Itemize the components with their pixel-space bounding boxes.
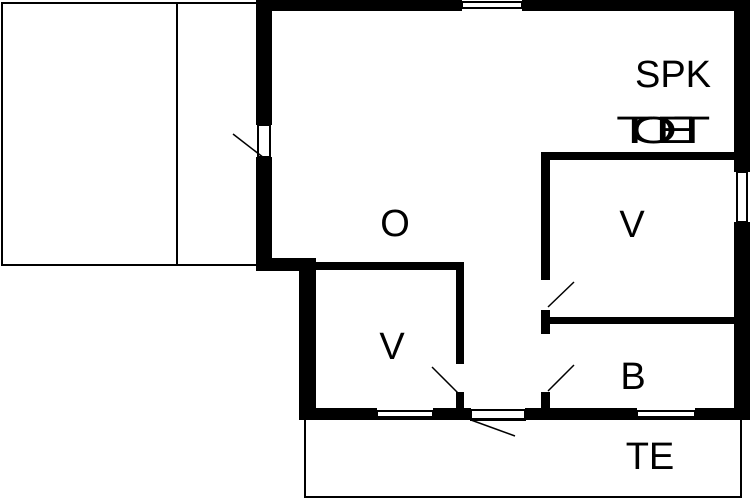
wall-left-bottom — [299, 258, 316, 420]
window-bottom-right — [636, 410, 696, 418]
windows — [376, 1, 748, 418]
door-bedroom-upper-swing — [547, 281, 575, 308]
wall-top-left — [256, 0, 462, 11]
room-label-sauna-kitchen: SPK — [635, 54, 711, 96]
door-entrance-swing — [470, 419, 516, 437]
wall-bottom-3 — [525, 408, 637, 420]
wall-bottom-1 — [299, 408, 377, 420]
wall-bottom-2 — [433, 408, 471, 420]
room-label-terrace: TE — [626, 436, 675, 478]
walls — [256, 0, 750, 420]
door-entrance-frame — [470, 409, 526, 421]
window-top — [461, 1, 523, 9]
door-bedroom-lower-swing — [431, 366, 459, 394]
door-left-swing — [232, 133, 265, 159]
wall-bedroom-lower-right-b — [456, 392, 464, 420]
wall-right-upper — [734, 0, 750, 172]
wall-bedroom-upper-top — [541, 152, 750, 160]
room-label-bedroom-upper: V — [619, 204, 645, 246]
window-bottom-left — [376, 410, 434, 418]
doors — [232, 124, 575, 437]
wall-top-right — [522, 0, 750, 11]
wall-left-upper — [256, 0, 272, 125]
door-bathroom-swing — [547, 364, 575, 392]
wall-left-lower — [256, 157, 272, 269]
wall-bedroom-upper-left — [541, 152, 550, 280]
wall-bathroom-top — [541, 317, 750, 324]
window-right — [736, 171, 748, 223]
room-label-bathroom: B — [620, 356, 645, 398]
wall-bathroom-left-lower — [541, 392, 550, 420]
room-label-bedroom-lower: V — [379, 326, 405, 368]
wall-bedroom-lower-top — [299, 262, 464, 270]
room-label-living: O — [380, 203, 410, 245]
door-left-frame — [257, 124, 271, 158]
wall-bedroom-lower-right — [456, 262, 464, 364]
